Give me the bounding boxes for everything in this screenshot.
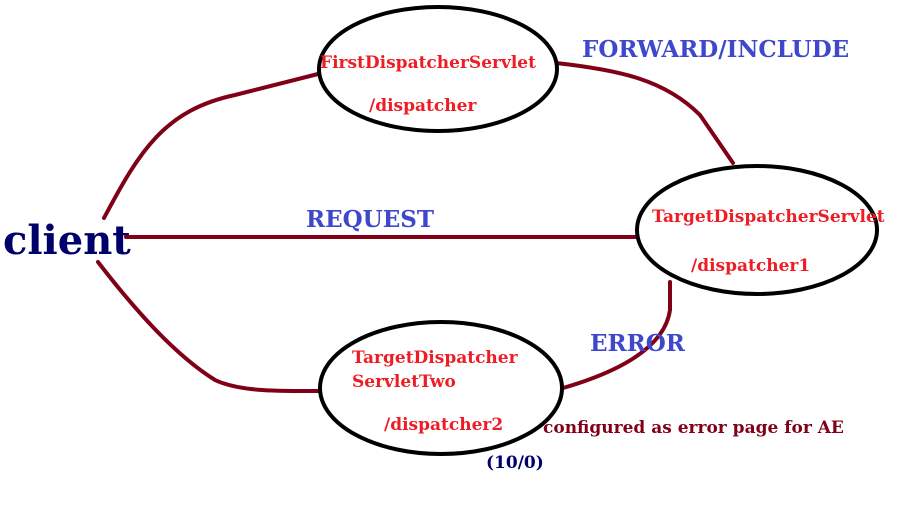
target-servlet-two-node (318, 320, 564, 456)
error-expression-note: (10/0) (486, 453, 544, 473)
first-servlet-path: /dispatcher (369, 96, 477, 116)
target-servlet-name: TargetDispatcherServlet (652, 207, 885, 227)
target-servlet-two-path: /dispatcher2 (384, 415, 503, 435)
target-servlet-two-name-line2: ServletTwo (352, 372, 456, 392)
edge-client-to-first-servlet (102, 72, 320, 220)
edge-client-to-target-servlet-two (96, 260, 322, 394)
target-servlet-two-name-line1: TargetDispatcher (352, 348, 519, 368)
target-servlet-node (635, 164, 879, 296)
error-label: ERROR (590, 330, 686, 357)
client-label: client (3, 217, 131, 264)
request-label: REQUEST (306, 206, 434, 233)
forward-include-label: FORWARD/INCLUDE (582, 36, 849, 63)
target-servlet-path: /dispatcher1 (691, 256, 810, 276)
edge-first-to-target-servlet (554, 61, 735, 165)
edge-target-to-target-servlet-two (561, 280, 672, 390)
first-servlet-name: FirstDispatcherServlet (320, 53, 536, 73)
first-servlet-node (317, 5, 559, 133)
error-page-note: configured as error page for AE (543, 418, 844, 438)
